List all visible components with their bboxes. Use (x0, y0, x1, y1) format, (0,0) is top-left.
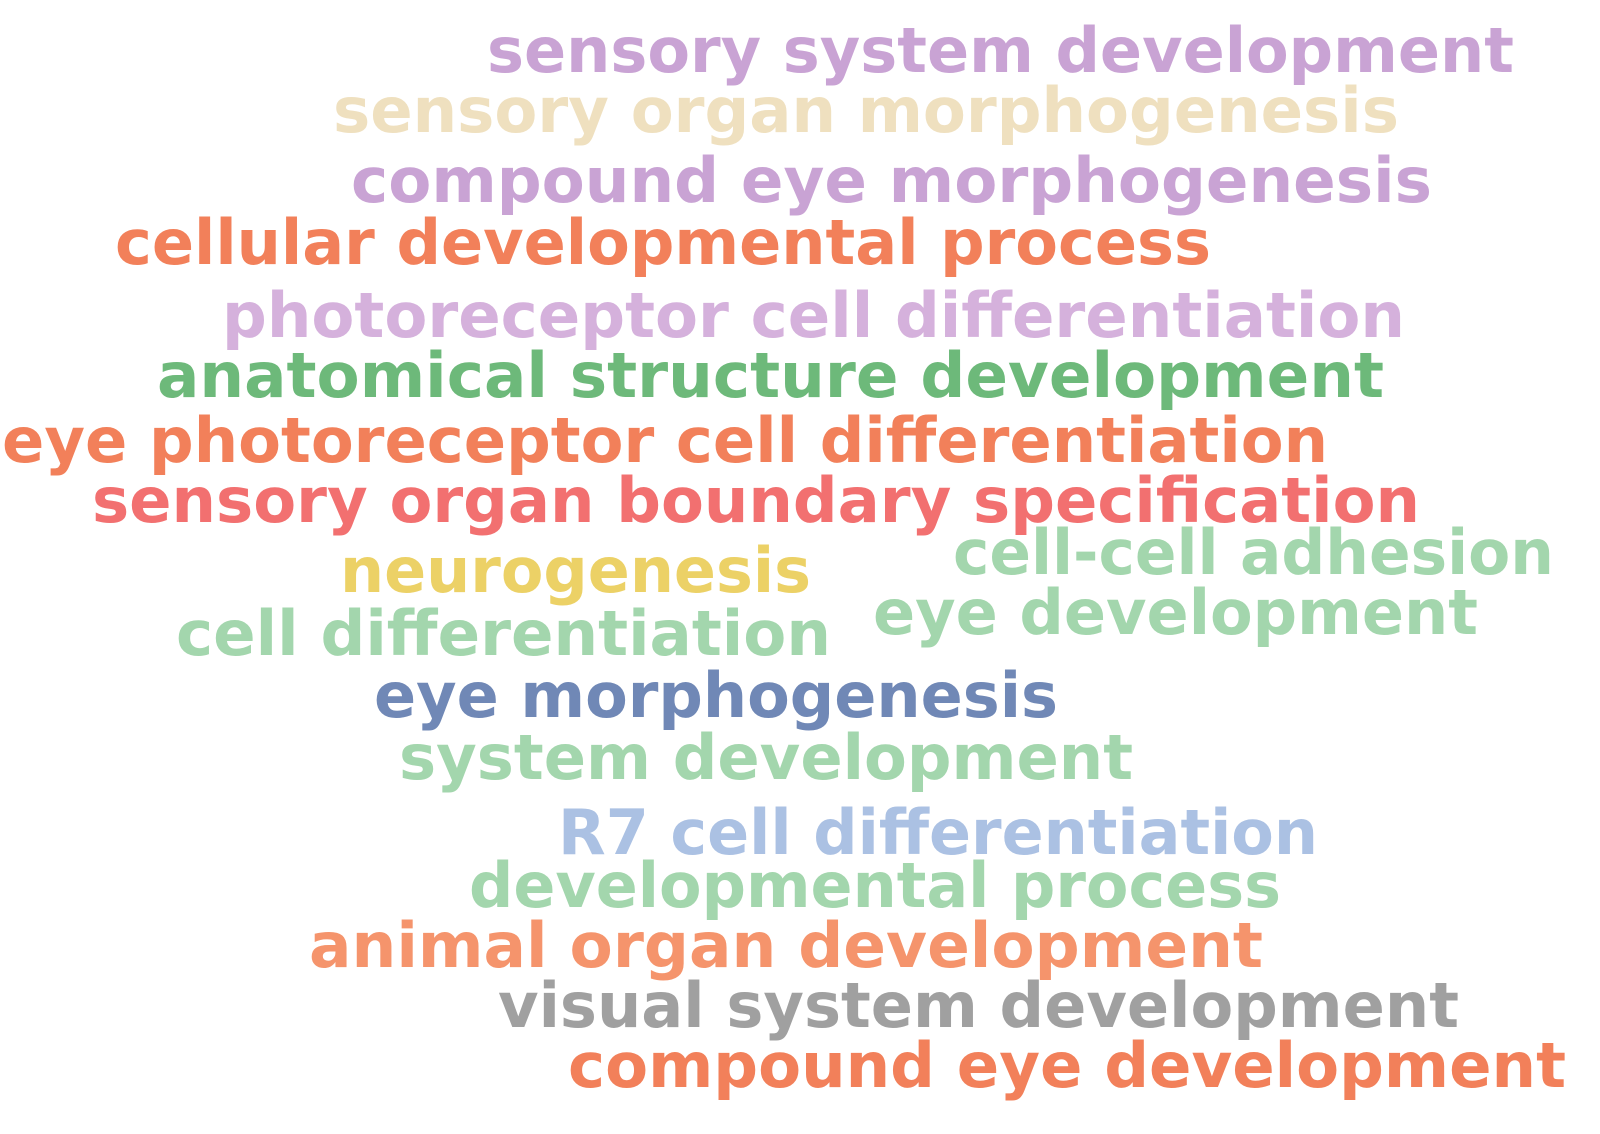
word-r7-cell-differentiation: R7 cell differentiation (558, 796, 1319, 869)
word-cellular-developmental-process: cellular developmental process (115, 206, 1212, 279)
word-developmental-process: developmental process (469, 849, 1281, 922)
word-neurogenesis: neurogenesis (340, 534, 811, 607)
word-anatomical-structure-development: anatomical structure development (157, 339, 1384, 412)
word-compound-eye-development: compound eye development (568, 1029, 1567, 1102)
word-system-development: system development (399, 721, 1134, 794)
word-sensory-organ-boundary-specification: sensory organ boundary specification (92, 464, 1420, 537)
word-sensory-system-development: sensory system development (487, 14, 1514, 87)
word-eye-morphogenesis: eye morphogenesis (374, 659, 1058, 732)
word-cell-cell-adhesion: cell-cell adhesion (953, 516, 1554, 589)
word-animal-organ-development: animal organ development (309, 909, 1264, 982)
word-eye-development: eye development (873, 576, 1478, 649)
word-photoreceptor-cell-differentiation: photoreceptor cell differentiation (222, 279, 1405, 352)
word-compound-eye-morphogenesis: compound eye morphogenesis (351, 144, 1432, 217)
word-visual-system-development: visual system development (498, 969, 1459, 1042)
word-eye-photoreceptor-cell-differentiation: eye photoreceptor cell differentiation (2, 404, 1328, 477)
word-sensory-organ-morphogenesis: sensory organ morphogenesis (333, 74, 1399, 147)
word-cell-differentiation: cell differentiation (176, 597, 831, 670)
